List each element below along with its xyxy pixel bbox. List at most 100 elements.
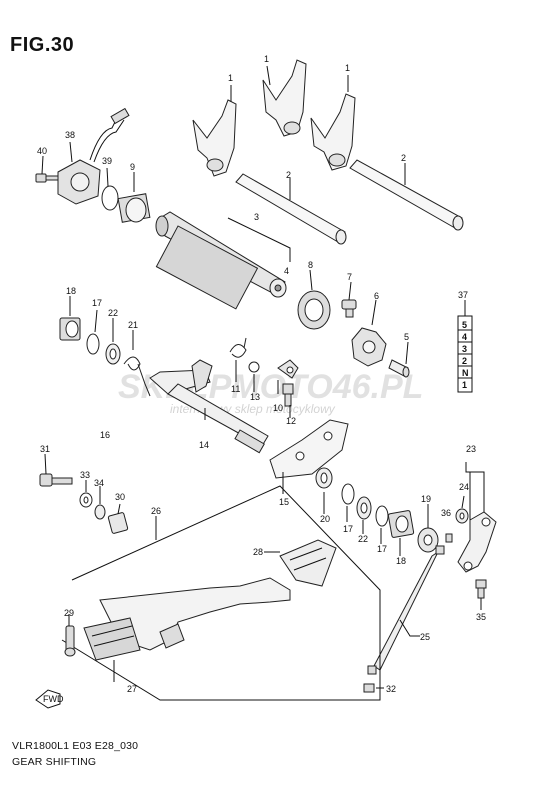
part-label-p14: 14 [199, 440, 209, 450]
pivot-bushing[interactable] [107, 512, 129, 534]
arm-pin[interactable] [445, 533, 453, 543]
part-label-p9: 9 [130, 162, 135, 172]
cam-pin[interactable] [388, 359, 410, 378]
part-label-p21: 21 [128, 320, 138, 330]
part-label-p17c: 17 [377, 544, 387, 554]
part-label-p1c: 1 [345, 63, 350, 73]
part-label-p2a: 2 [286, 170, 291, 180]
pedal-toe-rubber[interactable] [279, 539, 337, 587]
part-label-p1b: 1 [264, 54, 269, 64]
o-ring[interactable] [101, 185, 119, 211]
oil-seal-left[interactable] [105, 343, 121, 365]
part-label-p18a: 18 [66, 286, 76, 296]
part-label-p8: 8 [308, 260, 313, 270]
part-label-p20: 20 [320, 514, 330, 524]
oil-seal-right-inner[interactable] [315, 467, 333, 489]
forward-direction-icon: FWD [35, 689, 64, 709]
fwd-label: FWD [43, 694, 64, 704]
gear-stack-label: 2 [462, 356, 467, 366]
pivot-bolt[interactable] [39, 473, 73, 487]
gear-stack-label: 5 [462, 320, 467, 330]
gear-stack-label: 4 [462, 332, 467, 342]
fork-shaft-upper[interactable] [235, 173, 347, 245]
gear-stack-label: 1 [462, 380, 467, 390]
part-label-p40: 40 [37, 146, 47, 156]
fork-shaft-lower[interactable] [349, 159, 464, 231]
part-label-p39: 39 [102, 156, 112, 166]
shift-arm[interactable] [457, 511, 497, 573]
part-label-p31: 31 [40, 444, 50, 454]
part-label-p2b: 2 [401, 153, 406, 163]
stopper-bolt[interactable] [282, 383, 294, 407]
shaft-spring[interactable] [229, 337, 247, 358]
shift-fork-left[interactable] [192, 99, 237, 177]
part-label-p29: 29 [64, 608, 74, 618]
pedal-pin[interactable] [64, 625, 76, 657]
part-label-p22a: 22 [108, 308, 118, 318]
part-label-p23: 23 [466, 444, 476, 454]
part-label-p19: 19 [421, 494, 431, 504]
shift-fork-right[interactable] [310, 93, 356, 171]
part-label-p32: 32 [386, 684, 396, 694]
cam-bolt[interactable] [341, 299, 357, 318]
part-label-p4: 4 [284, 266, 289, 276]
stopper-arm[interactable] [277, 359, 299, 379]
sensor-bolt[interactable] [35, 173, 59, 183]
shift-fork-middle[interactable] [262, 59, 307, 137]
part-label-p22b: 22 [358, 534, 368, 544]
part-label-p17b: 17 [343, 524, 353, 534]
gear-stack-label: 3 [462, 344, 467, 354]
washer-right-a[interactable] [341, 483, 355, 505]
part-label-p12: 12 [286, 416, 296, 426]
part-label-p13: 13 [250, 392, 260, 402]
arm-washer[interactable] [455, 508, 469, 524]
shaft-bearing-left[interactable] [59, 317, 81, 341]
return-spring[interactable] [123, 356, 151, 397]
part-label-p26: 26 [151, 506, 161, 516]
part-label-p18b: 18 [396, 556, 406, 566]
part-label-p37: 37 [458, 290, 468, 300]
pivot-washer-b[interactable] [94, 504, 106, 520]
part-label-p34: 34 [94, 478, 104, 488]
part-label-p17a: 17 [92, 298, 102, 308]
spring-washer[interactable] [248, 361, 260, 373]
part-label-p30: 30 [115, 492, 125, 502]
pivot-washer-a[interactable] [79, 492, 93, 508]
part-label-p24: 24 [459, 482, 469, 492]
part-label-p36: 36 [441, 508, 451, 518]
part-label-p5: 5 [404, 332, 409, 342]
shaft-stopper-plate[interactable] [269, 419, 349, 479]
cam-stopper-plate[interactable] [351, 327, 387, 367]
cam-bearing[interactable] [297, 290, 331, 330]
pedal-assembly-box [61, 485, 381, 701]
cam-needle-bearing[interactable] [117, 193, 151, 223]
section-title: GEAR SHIFTING [12, 756, 97, 768]
shift-arm-bolt[interactable] [475, 579, 487, 599]
part-label-p33: 33 [80, 470, 90, 480]
part-label-p11: 11 [231, 384, 240, 394]
washer-left[interactable] [86, 333, 100, 355]
gearshift-cam[interactable] [155, 211, 287, 310]
part-label-p28: 28 [253, 547, 263, 557]
part-label-p10: 10 [273, 403, 283, 413]
shift-pedal[interactable] [99, 577, 291, 651]
part-label-p35: 35 [476, 612, 486, 622]
part-label-p15: 15 [279, 497, 289, 507]
part-label-p6: 6 [374, 291, 379, 301]
gear-position-sensor[interactable] [57, 107, 130, 205]
model-code: VLR1800L1 E03 E28_030 [12, 740, 139, 752]
outer-bearing[interactable] [417, 527, 439, 553]
part-label-p25: 25 [420, 632, 430, 642]
shaft-bearing-right[interactable] [387, 510, 415, 538]
heel-rubber[interactable] [83, 617, 141, 661]
part-label-p1a: 1 [228, 73, 233, 83]
part-label-p27: 27 [127, 684, 137, 694]
washer-right-b[interactable] [375, 505, 389, 527]
part-label-p7: 7 [347, 272, 352, 282]
gearshift-shaft[interactable] [149, 359, 269, 454]
oil-seal-right[interactable] [356, 496, 372, 520]
rod-nut[interactable] [363, 683, 375, 693]
